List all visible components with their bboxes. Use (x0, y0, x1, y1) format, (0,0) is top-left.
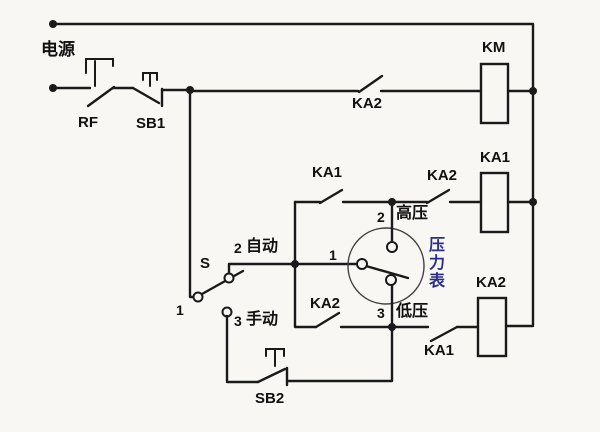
junction-dots (186, 86, 537, 331)
ka2-top-contact-label: KA2 (352, 95, 383, 112)
km-coil (479, 62, 510, 125)
rf-label: RF (78, 114, 98, 131)
low-pressure-branch (390, 296, 508, 358)
pressure-gauge-symbol (347, 200, 425, 329)
selector-bus (293, 200, 318, 329)
gauge-low-terminal-number: 3 (377, 305, 385, 321)
ka2-coil-label: KA2 (476, 274, 507, 291)
low-pressure-label: 低压 (396, 303, 429, 320)
ka1-high-contact-label: KA1 (312, 164, 343, 181)
ka2-top-contact-blade (357, 74, 384, 94)
pressure-gauge-label: 压力表 (426, 236, 443, 290)
gauge-common-terminal-number: 1 (329, 247, 337, 263)
auto-mode-label: 自动 (246, 238, 279, 255)
km-coil-label: KM (482, 39, 506, 56)
selector-label: S (200, 255, 211, 272)
power-top-rail (55, 22, 535, 328)
ka1-coil-label: KA1 (480, 149, 511, 166)
ka2-high-contact-label: KA2 (427, 167, 458, 184)
gauge-high-terminal-number: 2 (377, 209, 385, 225)
high-pressure-label: 高压 (396, 205, 429, 222)
ka2-manual-contact-label: KA2 (310, 295, 341, 312)
sb1-label: SB1 (136, 115, 166, 132)
selector-pole-number: 1 (176, 302, 184, 318)
manual-wire (225, 314, 260, 384)
source-terminal-top (49, 20, 57, 28)
source-terminal-bottom (49, 84, 57, 92)
ka1-low-contact-label: KA1 (424, 342, 455, 359)
sb2-label: SB2 (255, 390, 285, 407)
left-rail (188, 88, 195, 299)
ka2-coil (476, 296, 508, 358)
high-pressure-branch (293, 171, 535, 234)
selector-auto-terminal-number: 2 (234, 240, 242, 256)
selector-manual-terminal-number: 3 (234, 313, 242, 329)
selector-switch-symbol (192, 269, 245, 318)
ka2-manual-contact-blade (314, 311, 341, 329)
sb1-pushbutton-symbol (131, 72, 192, 108)
sb2-pushbutton-symbol (256, 325, 394, 387)
ka1-coil (479, 171, 510, 234)
power-source-label: 电源 (41, 40, 75, 59)
manual-mode-label: 手动 (246, 311, 279, 328)
auto-branch-wire (227, 262, 359, 275)
rf-contact-symbol (85, 58, 135, 108)
